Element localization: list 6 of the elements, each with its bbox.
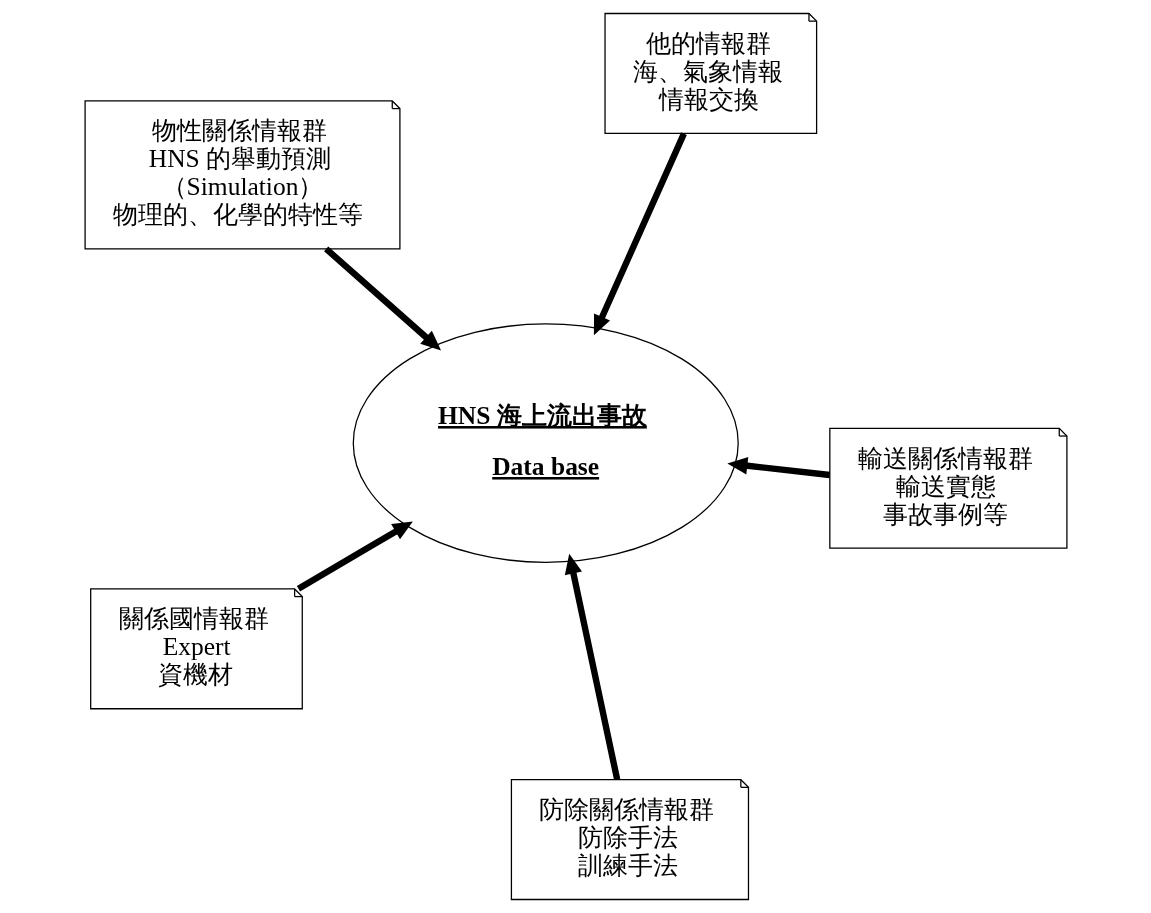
arrow — [296, 521, 413, 592]
arrow — [726, 457, 830, 479]
arrow — [323, 246, 441, 351]
arrow — [564, 553, 620, 781]
node-ellipse: HNS 海上流出事故 Data base — [352, 323, 739, 563]
arrow — [593, 132, 687, 336]
